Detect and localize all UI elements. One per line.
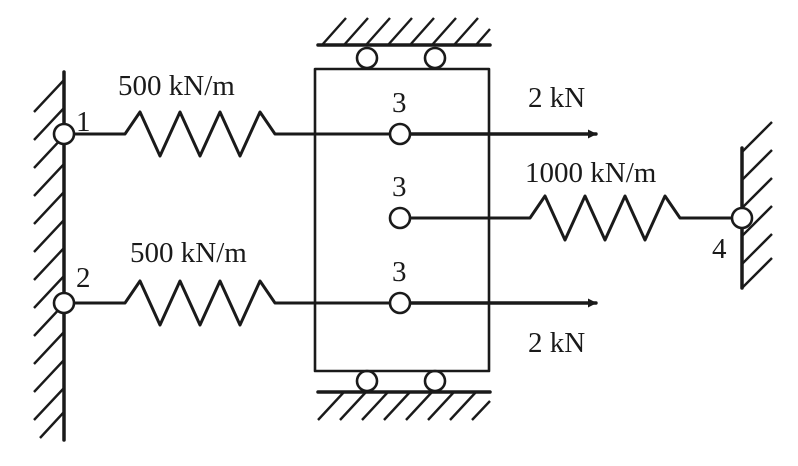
node-3-middle	[388, 206, 412, 230]
bottom-roller-left	[355, 369, 379, 393]
force-bottom-label: 2 kN	[528, 327, 585, 359]
node-3-top-label: 3	[392, 87, 407, 119]
left-wall	[33, 70, 66, 442]
top-roller-right	[423, 46, 447, 70]
node-1	[52, 122, 76, 146]
left-wall-hatching	[33, 79, 65, 439]
right-wall	[740, 121, 773, 290]
top-guide	[316, 17, 492, 70]
node-3-middle-label: 3	[392, 171, 407, 203]
node-3-bottom	[388, 291, 412, 315]
node-4-label: 4	[712, 233, 727, 265]
spring-top	[62, 110, 402, 158]
spring-right-stiffness-label: 1000 kN/m	[525, 157, 657, 189]
right-wall-hatching	[741, 121, 773, 289]
node-3-top	[388, 122, 412, 146]
bottom-guide-hatching	[317, 391, 491, 421]
spring-bottom-stiffness-label: 500 kN/m	[130, 237, 247, 269]
rigid-bar-frame	[313, 67, 491, 373]
node-4	[730, 206, 754, 230]
node-2-label: 2	[76, 262, 91, 294]
spring-right	[398, 194, 744, 242]
node-2	[52, 291, 76, 315]
bottom-roller-right	[423, 369, 447, 393]
force-top-label: 2 kN	[528, 82, 585, 114]
top-roller-left	[355, 46, 379, 70]
bottom-guide	[316, 369, 492, 421]
spring-bottom	[62, 279, 402, 327]
node-3-bottom-label: 3	[392, 256, 407, 288]
node-1-label: 1	[76, 106, 91, 138]
spring-top-stiffness-label: 500 kN/m	[118, 70, 235, 102]
top-guide-hatching	[321, 17, 491, 46]
